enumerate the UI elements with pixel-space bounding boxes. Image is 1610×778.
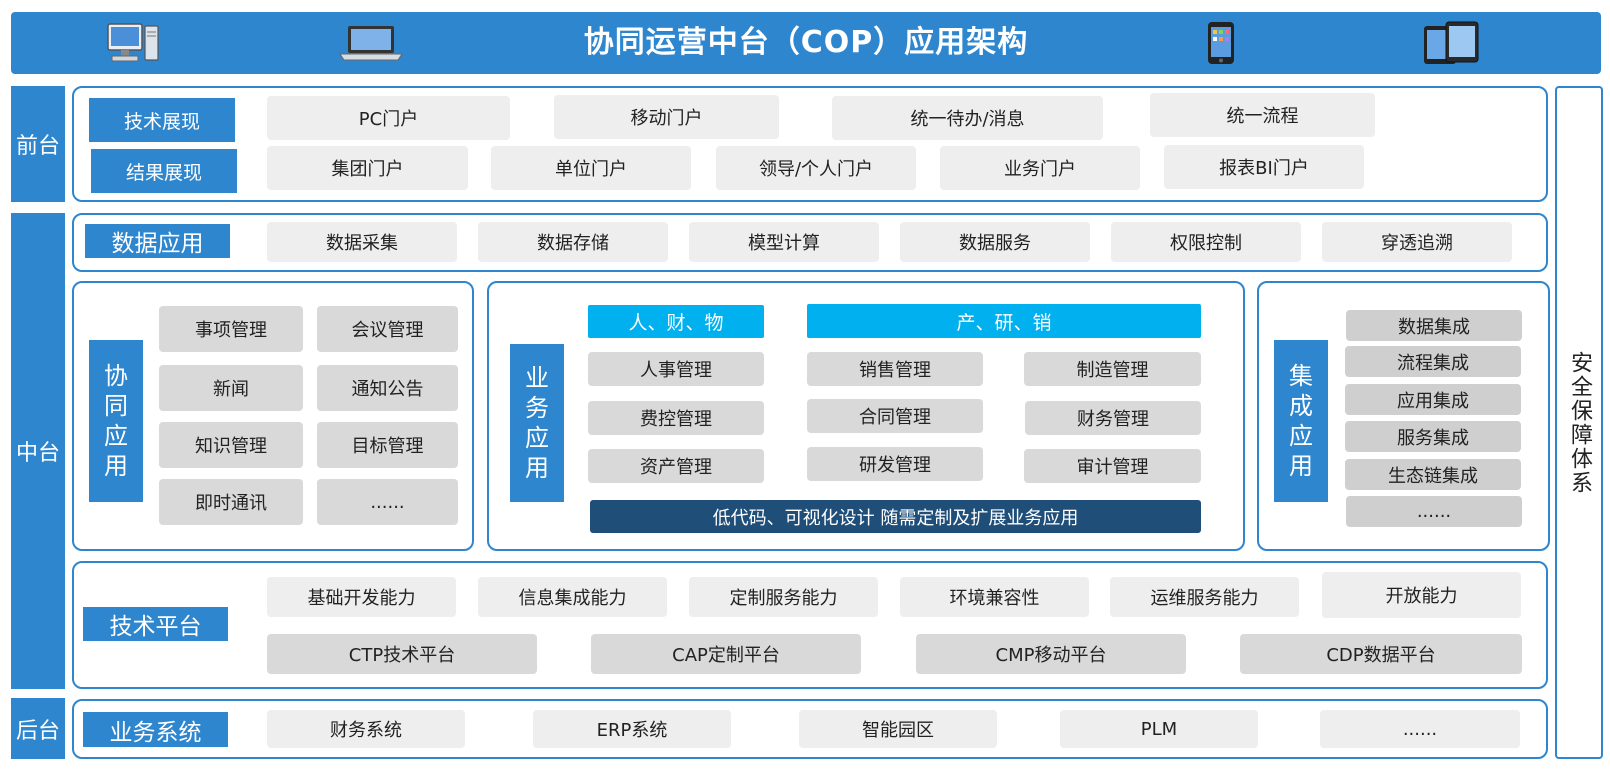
- business-item: 合同管理: [807, 399, 983, 433]
- business-item: 人事管理: [588, 352, 764, 386]
- data-application-item: 穿透追溯: [1322, 222, 1512, 262]
- data-application-item: 数据服务: [900, 222, 1090, 262]
- business-system-item: 智能园区: [799, 710, 997, 748]
- business-app-tag: 业 务 应 用: [510, 344, 564, 502]
- data-application-item: 权限控制: [1111, 222, 1301, 262]
- collaboration-item: 会议管理: [317, 306, 458, 352]
- platform-item: CMP移动平台: [916, 634, 1186, 674]
- collaboration-item: 知识管理: [159, 422, 303, 468]
- smartphone-icon: [1196, 12, 1246, 74]
- front-tech-item: 移动门户: [554, 95, 779, 139]
- business-system-item: ......: [1320, 710, 1520, 748]
- data-application-tag: 数据应用: [85, 224, 230, 258]
- integration-item: ......: [1346, 496, 1522, 527]
- collaboration-item: 目标管理: [317, 422, 458, 468]
- header-bar: 协同运营中台（COP）应用架构: [11, 12, 1601, 74]
- capability-item: 信息集成能力: [478, 577, 667, 617]
- front-tech-item: 统一待办/消息: [832, 96, 1103, 140]
- middle-layer-label: 中台: [11, 213, 65, 689]
- collaboration-item: 新闻: [159, 365, 303, 411]
- security-system-frame: 安全保障体系: [1555, 86, 1603, 759]
- tech-platform-tag: 技术平台: [83, 607, 228, 641]
- front-result-item: 领导/个人门户: [716, 146, 916, 190]
- front-tech-item: 统一流程: [1150, 93, 1375, 137]
- back-layer-label: 后台: [11, 698, 65, 759]
- front-tech-item: PC门户: [267, 96, 510, 140]
- capability-item: 环境兼容性: [900, 577, 1089, 617]
- integration-item: 服务集成: [1345, 421, 1521, 452]
- front-result-item: 单位门户: [491, 146, 691, 190]
- collaboration-item: 通知公告: [317, 365, 458, 411]
- business-system-item: 财务系统: [267, 710, 465, 748]
- production-rd-sales-header: 产、研、销: [807, 304, 1201, 338]
- capability-item: 定制服务能力: [689, 577, 878, 617]
- integration-item: 应用集成: [1345, 384, 1521, 415]
- collaboration-item: 即时通讯: [159, 479, 303, 525]
- business-system-item: PLM: [1060, 710, 1258, 748]
- business-item: 销售管理: [807, 352, 983, 386]
- business-item: 研发管理: [807, 447, 983, 481]
- data-application-item: 数据采集: [267, 222, 457, 262]
- lowcode-banner: 低代码、可视化设计 随需定制及扩展业务应用: [590, 500, 1201, 533]
- capability-item: 基础开发能力: [267, 577, 456, 617]
- desktop-computer-icon: [103, 12, 163, 74]
- tech-display-tag: 技术展现: [89, 98, 235, 142]
- integration-app-tag: 集 成 应 用: [1274, 340, 1328, 502]
- diagram-title: 协同运营中台（COP）应用架构: [583, 25, 1029, 60]
- collaboration-item: 事项管理: [159, 306, 303, 352]
- front-result-item: 集团门户: [267, 146, 468, 190]
- security-system-label: 安全保障体系: [1567, 350, 1592, 495]
- people-finance-assets-header: 人、财、物: [588, 305, 764, 338]
- business-item: 财务管理: [1025, 401, 1201, 435]
- front-result-item: 报表BI门户: [1164, 145, 1364, 189]
- business-item: 制造管理: [1024, 352, 1201, 386]
- business-systems-tag: 业务系统: [83, 712, 228, 747]
- data-application-item: 数据存储: [478, 222, 668, 262]
- capability-item: 运维服务能力: [1110, 577, 1299, 617]
- tablet-icon: [1416, 12, 1486, 74]
- business-item: 资产管理: [588, 449, 764, 483]
- integration-item: 流程集成: [1345, 346, 1521, 377]
- capability-item: 开放能力: [1322, 572, 1521, 618]
- data-application-item: 模型计算: [689, 222, 879, 262]
- platform-item: CDP数据平台: [1240, 634, 1522, 674]
- platform-item: CTP技术平台: [267, 634, 537, 674]
- collaboration-item: ......: [317, 479, 458, 525]
- result-display-tag: 结果展现: [91, 149, 237, 193]
- business-item: 费控管理: [588, 401, 764, 435]
- front-layer-label: 前台: [11, 86, 65, 202]
- front-result-item: 业务门户: [940, 146, 1140, 190]
- integration-item: 生态链集成: [1345, 459, 1521, 490]
- collaboration-app-tag: 协 同 应 用: [89, 340, 143, 502]
- integration-item: 数据集成: [1346, 310, 1522, 341]
- platform-item: CAP定制平台: [591, 634, 861, 674]
- business-item: 审计管理: [1024, 449, 1201, 483]
- business-system-item: ERP系统: [533, 710, 731, 748]
- laptop-icon: [331, 12, 411, 74]
